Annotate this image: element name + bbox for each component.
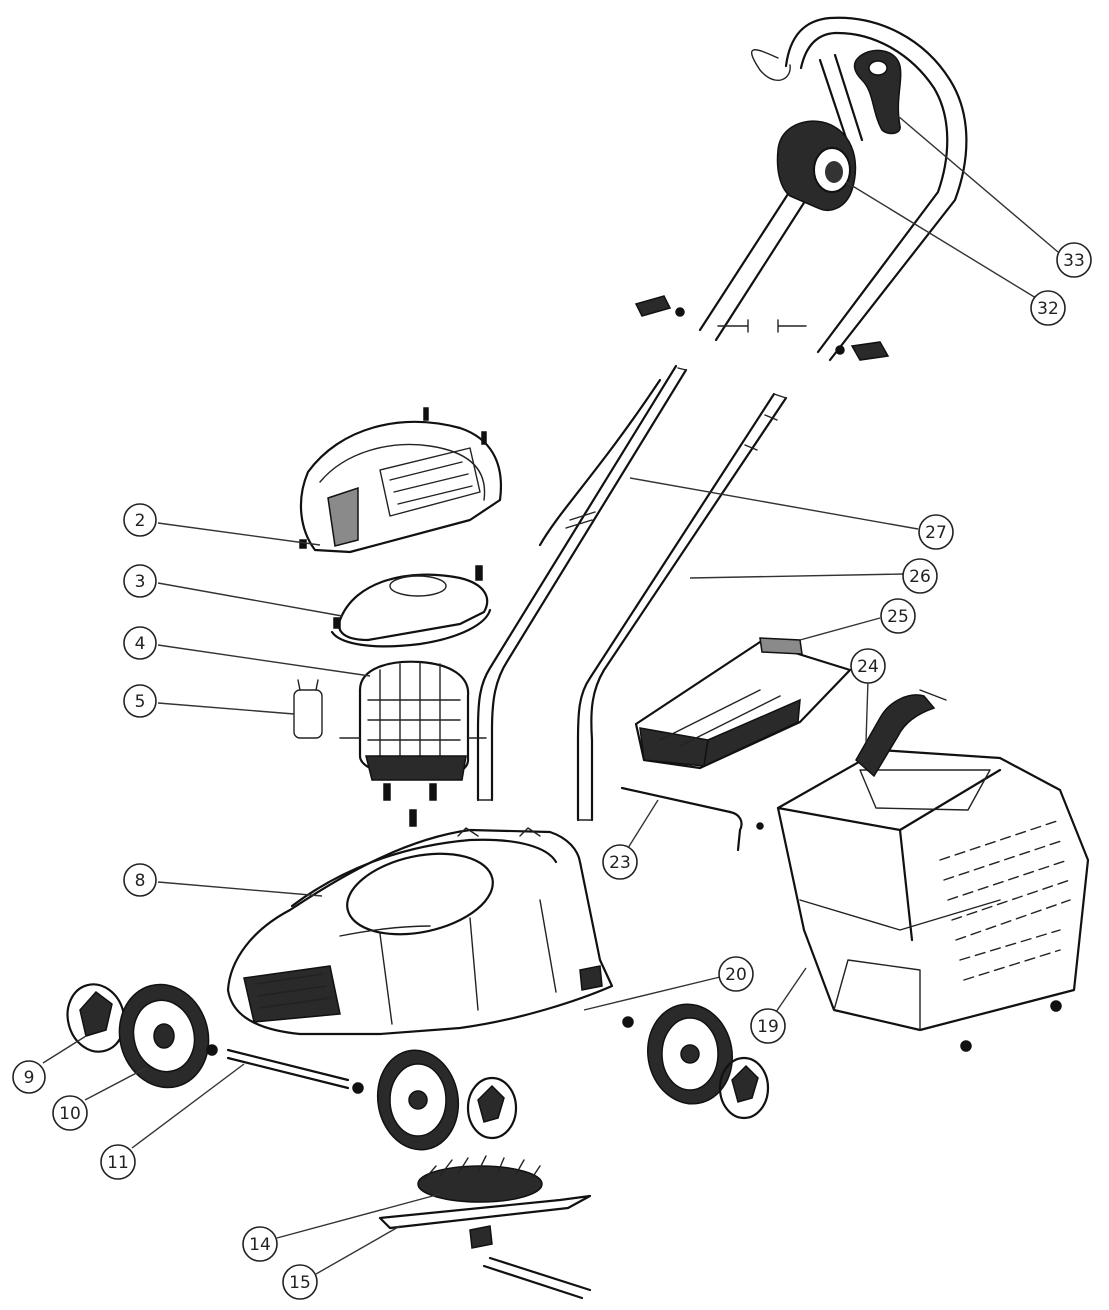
- grass-box: [776, 748, 1090, 1052]
- svg-text:3: 3: [135, 572, 146, 592]
- callout-23: 23: [602, 844, 638, 880]
- cutting-blade: [378, 1194, 592, 1300]
- callouts: 2 3 4 5 8 9 10 11 14 15 19 20 23 24 25 2…: [12, 242, 1092, 1300]
- leader-lines: [42, 115, 1059, 1275]
- callout-15: 15: [282, 1264, 318, 1300]
- callout-26: 26: [902, 558, 938, 594]
- svg-text:20: 20: [725, 965, 747, 985]
- grass-box-lid: [634, 637, 852, 770]
- front-wheel: [118, 983, 210, 1089]
- safety-lever: [853, 49, 902, 135]
- svg-text:14: 14: [249, 1235, 271, 1255]
- lower-handle-left: [476, 364, 688, 802]
- hub-cap: [66, 983, 126, 1053]
- callout-9: 9: [12, 1060, 46, 1094]
- svg-text:8: 8: [135, 871, 146, 891]
- callout-5: 5: [123, 684, 157, 718]
- motor-cover: [299, 407, 503, 554]
- svg-text:32: 32: [1037, 299, 1059, 319]
- callout-19: 19: [750, 1008, 786, 1044]
- callout-25: 25: [880, 598, 916, 634]
- switch-box: [776, 120, 857, 211]
- callout-8: 8: [123, 863, 157, 897]
- callout-3: 3: [123, 564, 157, 598]
- lower-handle-right: [576, 392, 788, 822]
- callout-32: 32: [1030, 290, 1066, 326]
- fan-housing: [330, 565, 492, 648]
- callout-14: 14: [242, 1226, 278, 1262]
- rear-wheel-left: [376, 1049, 518, 1151]
- svg-text:33: 33: [1063, 251, 1085, 271]
- callout-27: 27: [918, 514, 954, 550]
- rear-axle-rod: [620, 786, 764, 852]
- svg-text:5: 5: [135, 692, 146, 712]
- callout-2: 2: [123, 503, 157, 537]
- capacitor: [293, 679, 323, 739]
- electric-motor: [339, 660, 487, 827]
- handle-knobs: [634, 295, 890, 361]
- svg-text:9: 9: [24, 1068, 35, 1088]
- deck-housing: [226, 827, 614, 1036]
- axle: [206, 1044, 364, 1094]
- svg-text:26: 26: [909, 567, 931, 587]
- svg-text:25: 25: [887, 607, 909, 627]
- svg-text:10: 10: [59, 1104, 81, 1124]
- svg-text:4: 4: [135, 634, 146, 654]
- svg-text:11: 11: [107, 1153, 129, 1173]
- callout-24: 24: [850, 648, 886, 684]
- callout-10: 10: [52, 1095, 88, 1131]
- svg-text:2: 2: [135, 511, 146, 531]
- grass-box-handle: [855, 689, 947, 778]
- callout-11: 11: [100, 1144, 136, 1180]
- svg-text:27: 27: [925, 523, 947, 543]
- svg-text:15: 15: [289, 1273, 311, 1293]
- callout-20: 20: [718, 956, 754, 992]
- blade-fan: [417, 1155, 543, 1203]
- svg-text:24: 24: [857, 657, 879, 677]
- rear-wheel: [622, 1003, 770, 1120]
- callout-33: 33: [1056, 242, 1092, 278]
- callout-4: 4: [123, 626, 157, 660]
- svg-text:19: 19: [757, 1017, 779, 1037]
- svg-text:23: 23: [609, 853, 631, 873]
